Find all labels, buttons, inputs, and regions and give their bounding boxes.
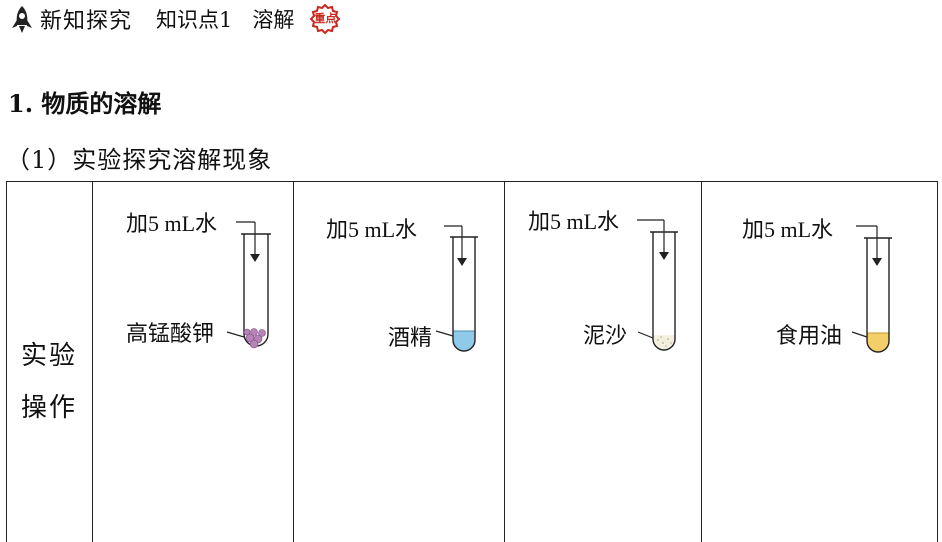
row-header: 实验 操作: [6, 330, 92, 434]
table-border-left: [6, 182, 7, 542]
table-divider: [92, 182, 93, 542]
permanganate-particles: [243, 328, 266, 349]
experiment-cell-2: 加5 mL水 酒精: [294, 182, 504, 528]
test-tube-oil-icon: [851, 225, 892, 353]
row-header-line: 实验: [20, 341, 77, 371]
row-header-line: 操作: [20, 393, 77, 423]
substance-label: 食用油: [776, 323, 843, 348]
add-water-label: 加5 mL水: [528, 209, 620, 234]
badge-text: 重点: [314, 12, 337, 25]
substance-label: 泥沙: [583, 323, 628, 348]
test-tube-sediment-icon: [637, 219, 678, 351]
subsection-title: （1）实验探究溶解现象: [6, 146, 273, 174]
topic-label: 溶解: [252, 8, 295, 32]
add-water-label: 加5 mL水: [326, 217, 418, 242]
substance-label: 高锰酸钾: [126, 321, 215, 346]
table-border-right: [937, 182, 938, 542]
lesson-header: 新知探究 知识点1 溶解 重点: [8, 2, 341, 36]
rocket-icon: [12, 6, 32, 33]
test-tube-solid-particles-icon: [226, 221, 271, 349]
key-point-badge: 重点: [310, 4, 341, 34]
section-title: 1. 物质的溶解: [8, 89, 162, 118]
header-title: 新知探究: [40, 9, 133, 34]
table-divider: [701, 182, 702, 542]
experiment-cell-1: 加5 mL水 高锰酸钾: [93, 182, 293, 528]
badge-seal-icon: [310, 4, 341, 34]
add-water-label: 加5 mL水: [126, 211, 218, 236]
table-divider: [293, 182, 294, 542]
knowledge-point-label: 知识点1: [156, 8, 233, 32]
add-water-label: 加5 mL水: [742, 217, 834, 242]
test-tube-liquid-icon: [435, 225, 478, 352]
experiment-cell-4: 加5 mL水 食用油: [702, 182, 938, 528]
experiment-cell-3: 加5 mL水 泥沙: [505, 182, 701, 528]
table-divider: [504, 182, 505, 542]
substance-label: 酒精: [388, 325, 433, 350]
experiment-table: [6, 181, 938, 542]
